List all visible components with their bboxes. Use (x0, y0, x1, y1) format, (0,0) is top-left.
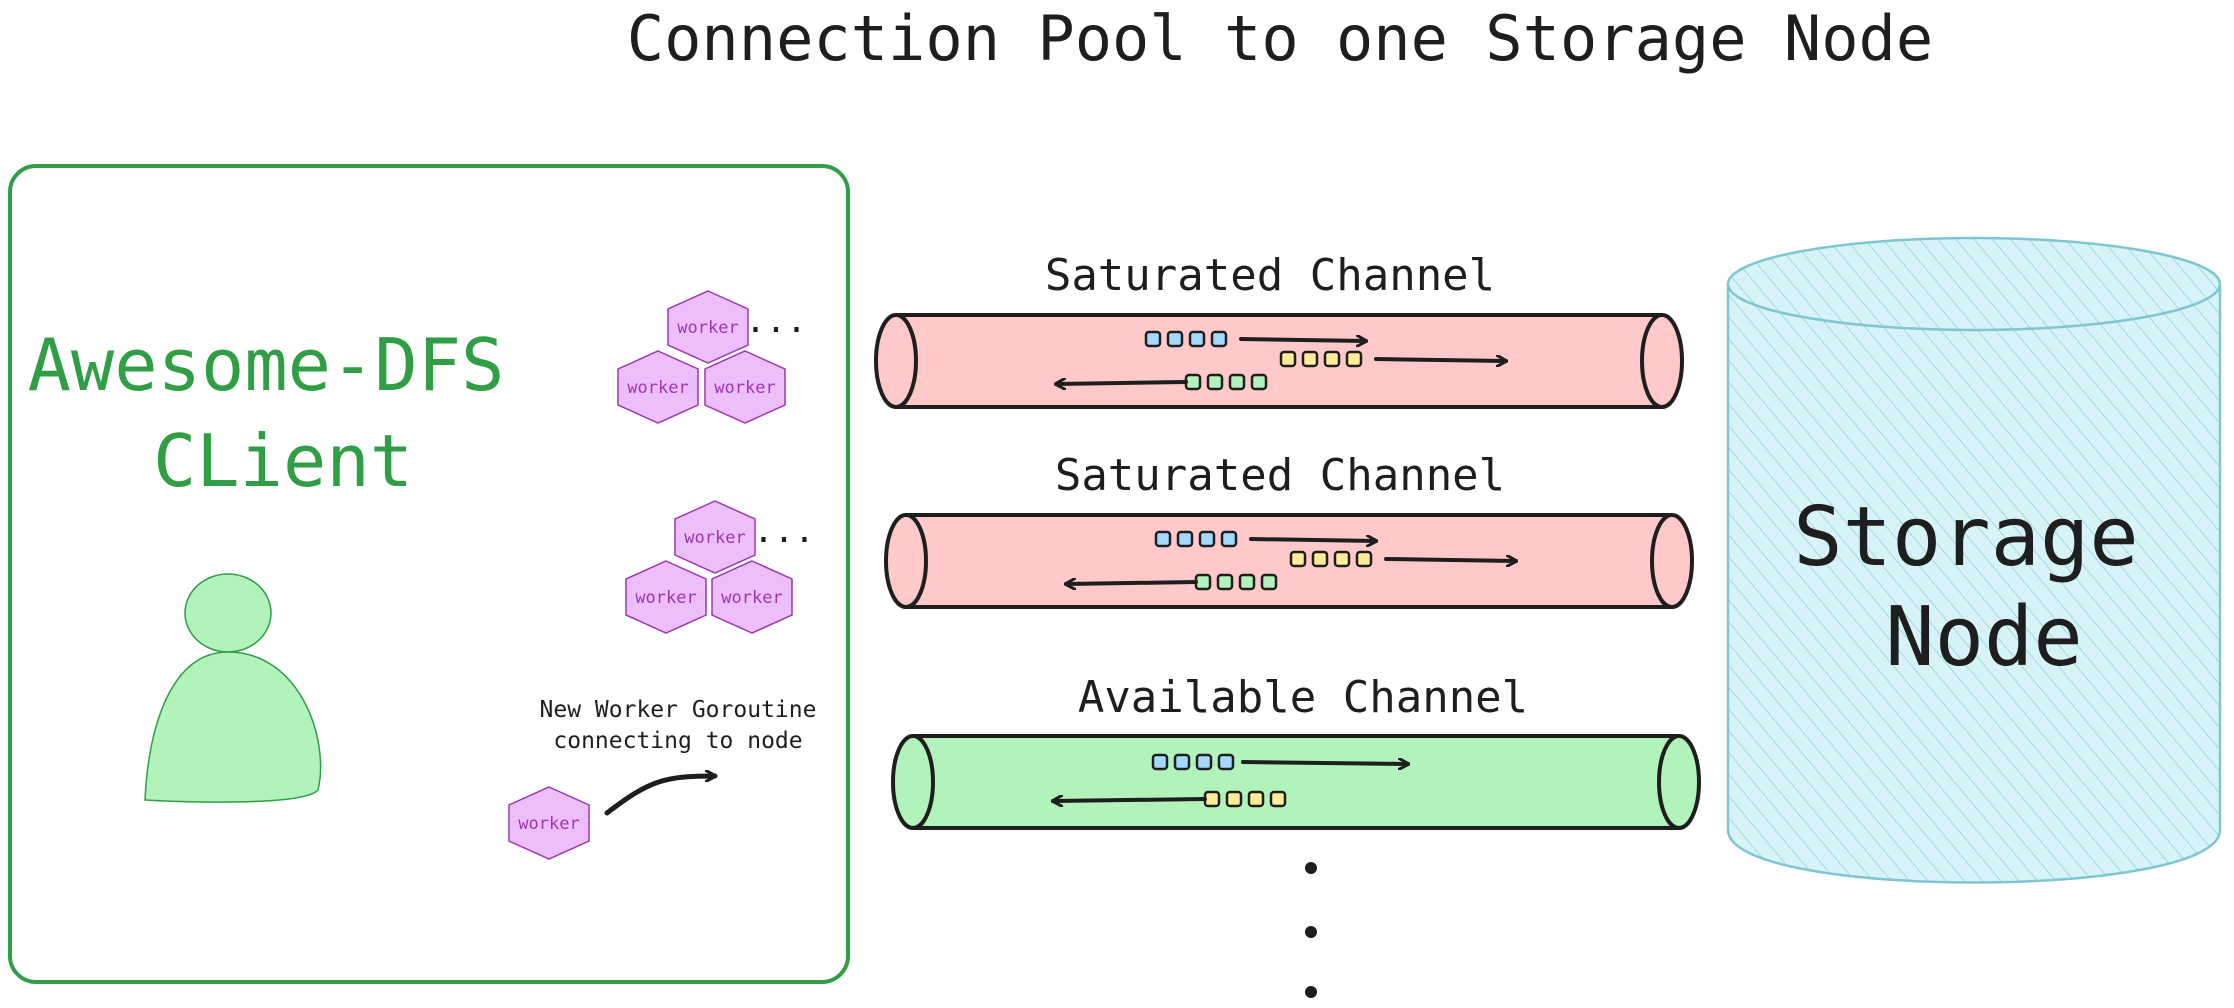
packet (1323, 350, 1341, 368)
packet (1301, 350, 1319, 368)
channel-pipe-body (896, 315, 1662, 407)
packet (1225, 790, 1243, 808)
packet (1176, 530, 1194, 548)
packet (1333, 550, 1351, 568)
more-workers-ellipsis: ... (745, 301, 806, 341)
worker-cluster-1: worker worker worker ... (617, 290, 807, 424)
channel-pipe-right-cap (1657, 734, 1701, 830)
packet (1195, 753, 1213, 771)
flow-arrow (1249, 539, 1376, 541)
worker-hexagon: worker (704, 350, 786, 424)
worker-label: worker (677, 318, 738, 338)
worker-label: worker (627, 378, 688, 398)
packet (1228, 373, 1246, 391)
packet (1238, 573, 1256, 591)
packet (1151, 753, 1169, 771)
worker-hexagon: worker (667, 290, 749, 364)
more-channels-dots (1305, 862, 1317, 998)
worker-label: worker (684, 528, 745, 548)
more-workers-ellipsis: ... (753, 511, 814, 551)
connecting-arrow (604, 776, 718, 816)
packet (1203, 790, 1221, 808)
flow-arrow (1066, 582, 1198, 584)
worker-hexagon: worker (674, 500, 756, 574)
packet (1194, 573, 1212, 591)
packet (1198, 530, 1216, 548)
packet (1166, 330, 1184, 348)
worker-label: worker (714, 378, 775, 398)
user-person-icon (144, 573, 322, 803)
packet (1173, 753, 1191, 771)
worker-cluster-2: worker worker worker ... (625, 500, 815, 634)
packet (1144, 330, 1162, 348)
packet (1250, 373, 1268, 391)
channel-pipe-left-cap (891, 734, 935, 830)
packet (1206, 373, 1224, 391)
packet (1311, 550, 1329, 568)
new-worker-note-line1: New Worker Goroutine (540, 697, 817, 723)
storage-node: Storage Node (1726, 236, 2222, 884)
packet (1355, 550, 1373, 568)
channel-pipe-body (906, 515, 1672, 607)
flow-arrow (1241, 762, 1408, 764)
channel-saturated-1: Saturated Channel (874, 250, 1684, 409)
storage-node-line1: Storage (1793, 490, 2139, 585)
flow-arrow (1384, 559, 1516, 561)
channel-label: Saturated Channel (1055, 450, 1505, 501)
packet (1269, 790, 1287, 808)
channel-pipe-left-cap (874, 313, 918, 409)
channel-available-3: Available Channel (891, 672, 1701, 830)
packet (1216, 573, 1234, 591)
packet (1279, 350, 1297, 368)
flow-arrow (1374, 359, 1506, 361)
client-name-line2: CLient (153, 419, 413, 503)
packet (1210, 330, 1228, 348)
channel-pipe-right-cap (1650, 513, 1694, 609)
worker-hexagon: worker (625, 560, 707, 634)
packet (1217, 753, 1235, 771)
worker-hexagon: worker (508, 786, 590, 860)
flow-arrow (1239, 339, 1366, 341)
packet (1260, 573, 1278, 591)
flow-arrow (1053, 799, 1207, 801)
worker-hexagon: worker (617, 350, 699, 424)
packet (1247, 790, 1265, 808)
channel-label: Available Channel (1078, 672, 1528, 723)
packet (1154, 530, 1172, 548)
worker-label: worker (721, 588, 782, 608)
channel-label: Saturated Channel (1045, 250, 1495, 301)
packet (1289, 550, 1307, 568)
diagram-title: Connection Pool to one Storage Node (627, 2, 1933, 75)
packet (1220, 530, 1238, 548)
client-box: Awesome-DFS CLient worker worker worker … (8, 164, 850, 984)
packet (1184, 373, 1202, 391)
channel-pipe-body (913, 736, 1679, 828)
client-name-line1: Awesome-DFS (28, 323, 505, 407)
storage-node-line2: Node (1885, 590, 2082, 685)
worker-label: worker (518, 814, 579, 834)
packet (1345, 350, 1363, 368)
new-worker-note-line2: connecting to node (553, 728, 802, 754)
channel-pipe-right-cap (1640, 313, 1684, 409)
worker-label: worker (635, 588, 696, 608)
channel-saturated-2: Saturated Channel (884, 450, 1694, 609)
flow-arrow (1056, 382, 1188, 384)
worker-hexagon: worker (711, 560, 793, 634)
channel-pipe-left-cap (884, 513, 928, 609)
packet (1188, 330, 1206, 348)
